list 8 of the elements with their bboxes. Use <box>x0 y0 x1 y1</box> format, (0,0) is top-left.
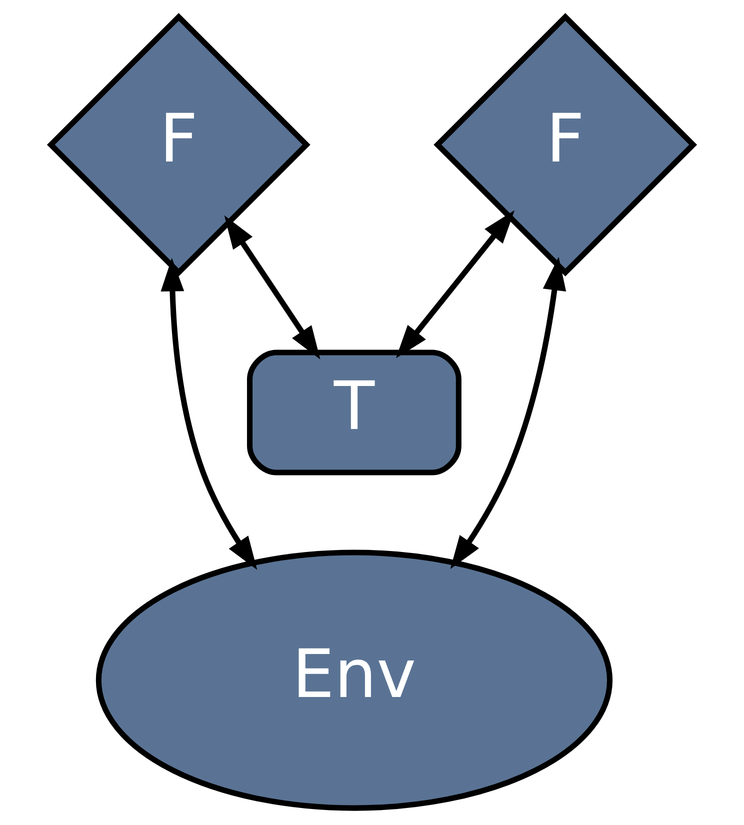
arrow <box>160 258 258 570</box>
arrow <box>450 256 566 570</box>
arrow <box>224 215 320 360</box>
arrow <box>396 210 515 358</box>
node-ellipse: Env <box>96 550 613 811</box>
node-box: T <box>247 350 462 476</box>
node-diamond: F <box>434 13 698 276</box>
node-diamond: F <box>46 13 310 276</box>
